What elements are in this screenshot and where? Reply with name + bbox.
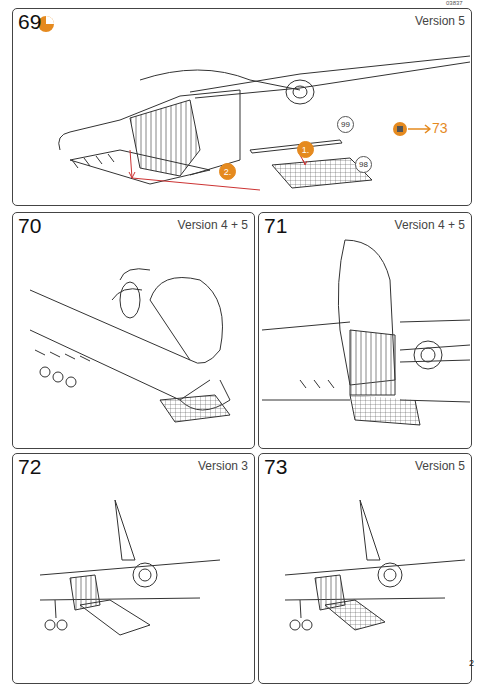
step-number: 69 [18, 10, 41, 34]
page-number: 2 [469, 658, 474, 668]
version-label: Version 4 + 5 [395, 218, 465, 232]
callout-text: 98 [359, 160, 368, 169]
step-number: 73 [264, 455, 287, 479]
step-reference: 73 [432, 120, 448, 136]
catalog-number: 03837 [446, 0, 463, 6]
callout-text: 99 [341, 120, 350, 129]
part-number: 98 [355, 156, 372, 173]
step-panel: 69 Version 5 99 1. 98 2. [12, 8, 472, 206]
version-label: Version 5 [415, 14, 465, 28]
callout-text: 2. [224, 167, 232, 177]
order-callout: 1. [297, 141, 314, 158]
step-number: 71 [264, 214, 287, 238]
version-label: Version 3 [198, 459, 248, 473]
glue-icon [393, 122, 407, 136]
callout-text: 1. [302, 145, 310, 155]
step-panel: 71 Version 4 + 5 [258, 212, 472, 449]
step-number: 70 [18, 214, 41, 238]
order-callout: 2. [219, 163, 236, 180]
step-panel: 72 Version 3 [12, 453, 255, 684]
part-number: 99 [337, 116, 354, 133]
version-label: Version 5 [415, 459, 465, 473]
step-panel: 70 Version 4 + 5 [12, 212, 255, 449]
step-number: 72 [18, 455, 41, 479]
step-panel: 73 Version 5 [258, 453, 472, 684]
version-label: Version 4 + 5 [178, 218, 248, 232]
